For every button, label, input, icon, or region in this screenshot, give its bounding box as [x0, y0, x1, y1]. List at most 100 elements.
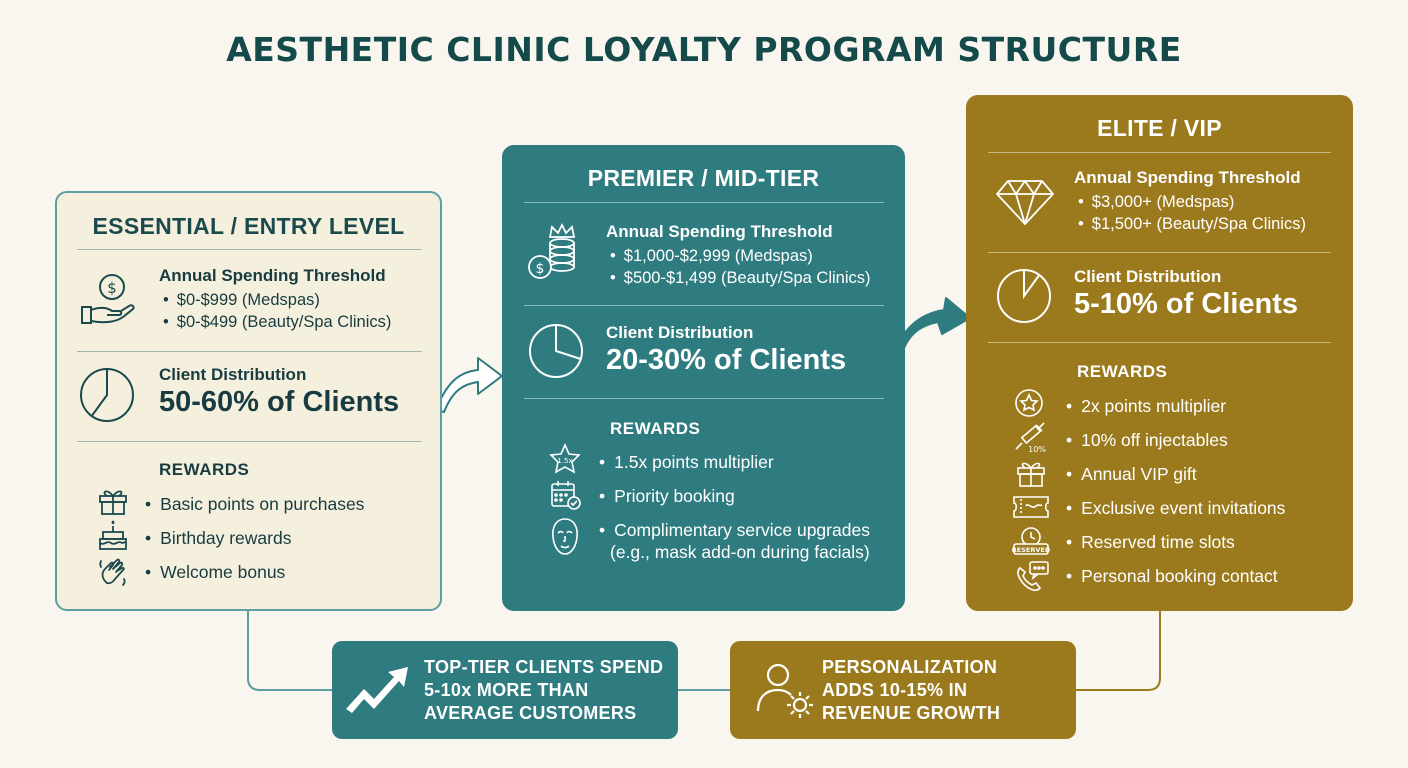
stat-line: ADDS 10-15% IN: [822, 680, 968, 700]
hand-coin-icon: $: [79, 271, 137, 327]
reward-text: Reserved time slots: [1066, 532, 1235, 552]
pie-slice: [90, 369, 108, 417]
syringe-icon: 10%: [1012, 421, 1052, 455]
birthday-cake-icon: [97, 520, 129, 552]
distribution-label: Client Distribution: [159, 365, 307, 384]
svg-text:10%: 10%: [1028, 445, 1046, 454]
user-gear-icon: [754, 659, 818, 721]
threshold-label: Annual Spending Threshold: [606, 222, 833, 241]
threshold-item: $0-$999 (Medspas): [163, 289, 391, 311]
reward-text: 10% off injectables: [1066, 430, 1228, 450]
threshold-item: $500-$1,499 (Beauty/Spa Clinics): [610, 267, 871, 289]
star-badge-icon: [1012, 388, 1046, 418]
divider: [524, 202, 884, 203]
trend-up-arrow-icon: [344, 663, 410, 717]
pie-chart-icon: [994, 266, 1054, 326]
star-badge-icon: 1.5x: [548, 443, 582, 475]
phone-chat-icon: [1014, 560, 1050, 592]
distribution-value: 5-10% of Clients: [1074, 288, 1298, 320]
divider: [524, 305, 884, 306]
rewards-label: REWARDS: [610, 419, 701, 438]
reward-item: Priority booking: [599, 486, 735, 507]
reward-text: Personal booking contact: [1066, 566, 1278, 586]
reward-item: Reserved time slots: [1066, 532, 1235, 553]
connector-essential-to-spend: [247, 611, 332, 691]
reward-text: Welcome bonus: [145, 562, 285, 582]
waving-hand-icon: [97, 555, 129, 587]
rewards-label: REWARDS: [159, 460, 250, 479]
threshold-list: $1,000-$2,999 (Medspas) $500-$1,499 (Bea…: [610, 245, 871, 289]
pie-chart-icon: [77, 365, 137, 425]
stat-line: AVERAGE CUSTOMERS: [424, 703, 637, 723]
tier-title: ELITE / VIP: [1097, 115, 1222, 141]
reward-item: Personal booking contact: [1066, 566, 1278, 587]
divider: [77, 249, 422, 250]
tier-card-essential: ESSENTIAL / ENTRY LEVEL $ Annual Spendin…: [55, 191, 442, 611]
threshold-label: Annual Spending Threshold: [1074, 168, 1301, 187]
threshold-list: $3,000+ (Medspas) $1,500+ (Beauty/Spa Cl…: [1078, 191, 1306, 235]
reward-item: 1.5x points multiplier: [599, 452, 774, 473]
distribution-label: Client Distribution: [606, 323, 754, 342]
reward-text: (e.g., mask add-on during facials): [610, 542, 870, 562]
divider: [77, 351, 422, 352]
reward-text: Annual VIP gift: [1066, 464, 1197, 484]
reward-text: 1.5x points multiplier: [599, 452, 774, 472]
reward-item-continued: (e.g., mask add-on during facials): [610, 542, 870, 563]
reward-text: Basic points on purchases: [145, 494, 364, 514]
stat-text: TOP-TIER CLIENTS SPEND 5-10x MORE THAN A…: [424, 656, 674, 725]
page-title: AESTHETIC CLINIC LOYALTY PROGRAM STRUCTU…: [226, 30, 1182, 69]
reserved-clock-icon: RESERVED: [1012, 525, 1050, 557]
tier-card-premier: PREMIER / MID-TIER $ Annual Spending Thr…: [502, 145, 905, 611]
reward-text: Birthday rewards: [145, 528, 291, 548]
reward-item: Exclusive event invitations: [1066, 498, 1285, 519]
reward-item: Basic points on purchases: [145, 494, 364, 515]
reward-item: Birthday rewards: [145, 528, 291, 549]
distribution-label: Client Distribution: [1074, 267, 1222, 286]
stat-text: PERSONALIZATION ADDS 10-15% IN REVENUE G…: [822, 656, 1072, 725]
reward-item: Complimentary service upgrades: [599, 520, 870, 541]
pie-slice: [555, 325, 582, 360]
threshold-item: $1,500+ (Beauty/Spa Clinics): [1078, 213, 1306, 235]
svg-text:$: $: [536, 261, 545, 277]
pie-chart-icon: [526, 321, 586, 381]
connector-elite-to-personal: [1076, 611, 1161, 691]
tier-title: ESSENTIAL / ENTRY LEVEL: [92, 213, 405, 239]
stat-box-top-tier-spend: TOP-TIER CLIENTS SPEND 5-10x MORE THAN A…: [332, 641, 678, 739]
stat-box-personalization: PERSONALIZATION ADDS 10-15% IN REVENUE G…: [730, 641, 1076, 739]
threshold-label: Annual Spending Threshold: [159, 266, 386, 285]
reward-text: Complimentary service upgrades: [599, 520, 870, 540]
reward-item: Annual VIP gift: [1066, 464, 1197, 485]
divider: [988, 152, 1331, 153]
tier-card-elite: ELITE / VIP Annual Spending Threshold $3…: [966, 95, 1353, 611]
divider: [524, 398, 884, 399]
reward-text: 2x points multiplier: [1066, 396, 1226, 416]
stat-line: REVENUE GROWTH: [822, 703, 1001, 723]
reward-text: Exclusive event invitations: [1066, 498, 1285, 518]
reward-item: 10% off injectables: [1066, 430, 1228, 451]
svg-text:$: $: [107, 279, 117, 297]
reward-item: 2x points multiplier: [1066, 396, 1226, 417]
threshold-item: $3,000+ (Medspas): [1078, 191, 1306, 213]
ticket-icon: [1012, 494, 1050, 520]
threshold-item: $1,000-$2,999 (Medspas): [610, 245, 871, 267]
tier-title: PREMIER / MID-TIER: [587, 165, 820, 191]
reward-item: Welcome bonus: [145, 562, 285, 583]
stat-line: PERSONALIZATION: [822, 657, 998, 677]
pie-slice: [1023, 270, 1041, 300]
divider: [988, 342, 1331, 343]
threshold-item: $0-$499 (Beauty/Spa Clinics): [163, 311, 392, 333]
reward-text: Priority booking: [599, 486, 735, 506]
coins-crown-icon: $: [526, 223, 582, 283]
stat-line: TOP-TIER CLIENTS SPEND: [424, 657, 664, 677]
face-mask-icon: [550, 517, 580, 557]
gift-icon: [1015, 458, 1047, 488]
divider: [988, 252, 1331, 253]
stat-line: 5-10x MORE THAN: [424, 680, 589, 700]
divider: [77, 441, 422, 442]
gift-icon: [97, 486, 129, 516]
distribution-value: 20-30% of Clients: [606, 344, 847, 376]
arrow-essential-to-premier: [435, 357, 503, 413]
calendar-check-icon: [550, 479, 582, 511]
threshold-list: $0-$999 (Medspas) $0-$499 (Beauty/Spa Cl…: [163, 289, 392, 333]
rewards-label: REWARDS: [1077, 362, 1168, 381]
